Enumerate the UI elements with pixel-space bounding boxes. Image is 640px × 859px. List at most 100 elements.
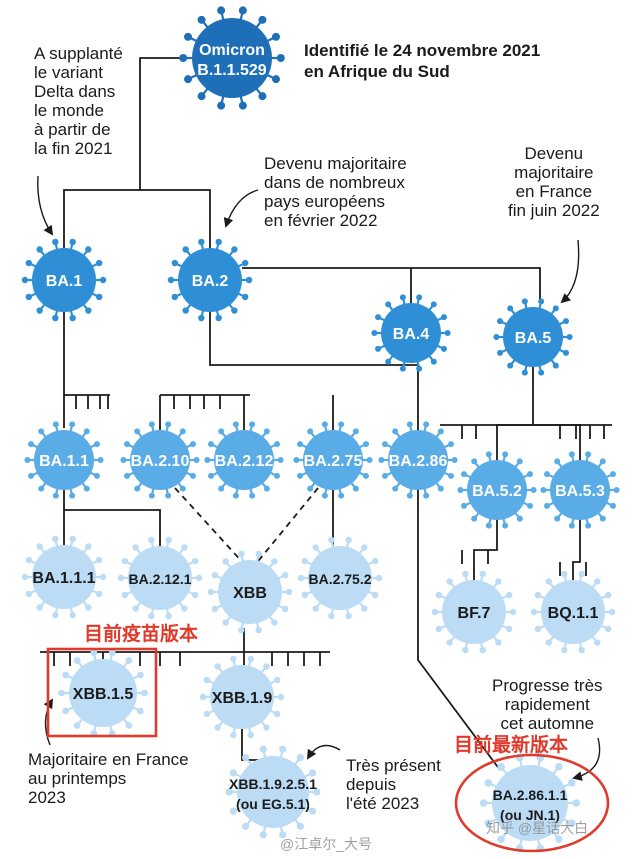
spike-tip [516,458,523,465]
spike-tip [562,318,569,325]
virus-node-xbb1925: XBB.1.9.2.5.1(ou EG.5.1) [225,745,321,839]
spike-tip [521,369,528,376]
spike-tip [230,731,237,739]
virus-node-xbb: XBB [207,550,293,634]
virus-node-bq11: BQ.1.1 [530,570,616,654]
spike-tip [182,246,189,253]
spike-tip [232,492,239,499]
spike-tip [352,428,359,435]
spike-tip [125,657,133,664]
spike-tip [507,362,514,369]
spike-tip [416,365,423,372]
spike-tip [345,536,352,544]
spike-tip [124,472,131,479]
spike-tip [62,671,70,679]
spike-tip [599,458,606,465]
virus-label: BF.7 [458,605,491,622]
virus-node-ba11: BA.1.1 [24,421,104,499]
virus-label: XBB.1.9.2.5.1 [229,776,317,792]
spike-tip [181,605,188,612]
spike-tip [345,612,352,620]
spike-tip [189,472,196,479]
spike-tip [229,769,238,777]
spike-tip [281,605,289,613]
spike-tip [430,301,437,308]
virus-body [237,756,309,828]
spike-tip [435,591,443,599]
spike-tip [502,522,509,529]
spike-tip [485,522,492,529]
spike-tip [338,492,345,499]
spike-tip [561,570,568,578]
virus-node-ba2121: BA.2.12.1 [117,536,203,620]
spike-tip [281,571,289,579]
spike-tip [479,799,488,807]
spike-tip [97,457,104,463]
spike-tip [242,754,250,762]
spike-tip [297,472,304,479]
spike-tip [195,574,203,582]
spike-tip [540,487,547,493]
spike-tip [406,421,413,428]
spike-tip [371,591,379,599]
spike-tip [95,259,103,267]
spike-tip [52,314,59,322]
spike-tip [193,457,200,463]
spike-tip [208,472,215,479]
tree-connectors [37,57,612,781]
spike-tip [385,301,392,308]
watermark-right: 知乎 @星话大白 [486,820,589,836]
virus-label: BA.2.86.1.1 [493,787,568,803]
spike-tip [461,502,468,509]
virus-label: BA.4 [393,326,430,343]
latest-version-ellipse [454,753,610,853]
spike-tip [258,92,267,101]
spike-tip [232,421,239,428]
spike-tip [197,92,206,101]
spike-tip [599,515,606,522]
spike-tip [430,358,437,365]
spike-tip [371,557,379,565]
spike-tip [609,471,616,478]
spike-tip [85,307,92,314]
spike-tip [437,485,444,492]
virus-label: BA.2.86 [389,453,448,470]
virus-body [388,430,448,490]
spike-tip [382,472,389,479]
spike-tip [338,421,345,428]
spike-tip [544,502,551,509]
spike-tip [462,570,469,578]
spike-tip [297,574,305,582]
spike-tip [259,831,267,839]
spike-tip [165,421,172,428]
spike-tip [538,298,545,305]
virus-body [34,430,94,490]
spike-tip [238,101,247,110]
spike-tip [497,318,504,325]
spike-tip [199,693,207,701]
spike-tip [99,276,107,284]
spike-tip [229,807,238,815]
virus-body [492,765,568,841]
spike-tip [484,779,493,787]
virus-label: BA.1.1 [39,453,89,470]
arrow-progresse [572,737,601,781]
spike-tip [538,369,545,376]
spike-tip [85,604,92,611]
spike-tip [204,457,211,463]
spike-tip [28,441,35,448]
spike-tip [392,428,399,435]
spike-tip [85,543,92,550]
spike-tip [134,485,141,492]
spike-tip [578,646,585,654]
spike-tip [69,535,76,543]
spike-tip [247,731,254,739]
spike-tip [225,788,233,796]
spike-tip [231,307,238,314]
virus-label: BA.2.10 [131,453,190,470]
spike-tip [328,536,335,544]
spike-tip [249,492,256,499]
virus-label: BA.1.1.1 [32,570,95,587]
